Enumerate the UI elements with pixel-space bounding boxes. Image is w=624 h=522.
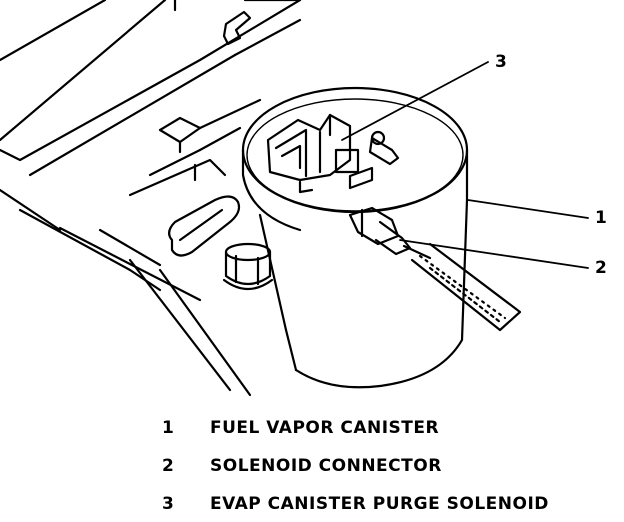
legend-label: EVAP CANISTER PURGE SOLENOID <box>210 494 549 514</box>
canister-diagram <box>0 0 589 397</box>
legend-number: 1 <box>162 418 174 438</box>
oval-slot <box>168 195 241 257</box>
filler-cap <box>222 242 274 291</box>
solenoid-connector <box>348 206 522 332</box>
legend-row: 2 SOLENOID CONNECTOR <box>0 456 624 484</box>
legend-number: 3 <box>162 494 174 514</box>
legend-row: 3 EVAP CANISTER PURGE SOLENOID <box>0 494 624 522</box>
legend-number: 2 <box>162 456 174 476</box>
panel-clip <box>222 10 252 46</box>
callout-2: 2 <box>595 258 607 278</box>
canister-body <box>241 86 469 389</box>
legend-row: 1 FUEL VAPOR CANISTER <box>0 418 624 446</box>
callout-3: 3 <box>495 52 507 72</box>
body-panel <box>0 0 302 397</box>
leader-lines <box>341 61 589 269</box>
callout-1: 1 <box>595 208 607 228</box>
purge-solenoid <box>266 113 400 194</box>
legend-label: FUEL VAPOR CANISTER <box>210 418 440 438</box>
legend-label: SOLENOID CONNECTOR <box>210 456 442 476</box>
